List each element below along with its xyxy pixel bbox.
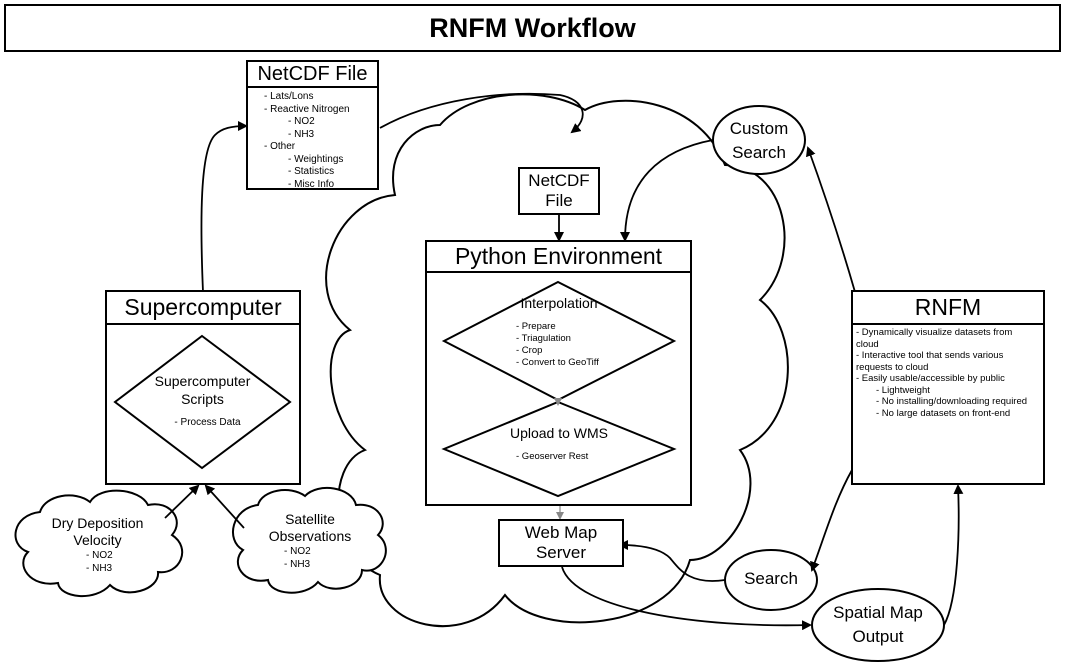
- spatial-map-line1: Spatial Map: [833, 603, 923, 622]
- page-title-text: RNFM Workflow: [429, 12, 636, 43]
- list-item: - Interactive tool that sends various: [856, 350, 1004, 361]
- spatial-map-line2: Output: [852, 627, 904, 646]
- interpolation-list: - Prepare - Triagulation - Crop - Conver…: [516, 321, 599, 369]
- arrow-super-to-netcdf: [200, 121, 248, 293]
- web-map-server-line1: Web Map: [524, 523, 598, 542]
- satellite-item-no2: - NO2: [284, 546, 311, 557]
- dry-deposition-item-nh3: - NH3: [86, 562, 113, 574]
- arrow-rnfm-to-custom-search: [806, 146, 856, 293]
- upload-title: Upload to WMS: [509, 425, 609, 441]
- list-item: - Easily usable/accessible by public: [856, 373, 1005, 384]
- arrow-rnfm-to-search: [810, 469, 853, 572]
- upload-diamond: [441, 400, 677, 498]
- spatial-map-label: Spatial Map Output: [812, 601, 944, 649]
- search-label: Search: [744, 569, 798, 588]
- supercomputer-scripts-line1: Supercomputer: [154, 373, 251, 389]
- rnfm-list: - Dynamically visualize datasets from cl…: [856, 327, 1027, 419]
- arrow-dry-to-super: [164, 484, 200, 519]
- dry-deposition-cloud: [14, 489, 184, 598]
- list-item: - NO2: [288, 116, 315, 127]
- python-environment-header-box: Python Environment: [425, 240, 692, 273]
- satellite-line2: Observations: [268, 528, 352, 544]
- list-item: - Prepare: [516, 321, 556, 332]
- list-item: - NH3: [288, 128, 315, 140]
- list-item: - No installing/downloading required: [876, 396, 1028, 407]
- custom-search-label: Custom Search: [713, 117, 805, 165]
- arrow-spatial-map-to-rnfm: [943, 484, 964, 626]
- satellite-label: Satellite Observations: [240, 511, 380, 545]
- page-title: RNFM Workflow: [4, 4, 1061, 52]
- list-item: - Convert to GeoTiff: [516, 357, 599, 368]
- arrow-custom-search-to-python: [620, 139, 714, 242]
- satellite-items: - NO2 - NH3: [284, 546, 311, 571]
- netcdf-file-top-list: - Lats/Lons - Reactive Nitrogen - NO2 - …: [264, 91, 377, 191]
- satellite-item-nh3: - NH3: [284, 558, 311, 570]
- satellite-cloud: [232, 487, 387, 594]
- netcdf-file-inner-line1: NetCDF: [528, 171, 590, 190]
- dry-deposition-line1: Dry Deposition: [51, 515, 144, 531]
- supercomputer-scripts-line2: Scripts: [181, 391, 224, 407]
- arrow-satellite-to-super: [204, 484, 245, 529]
- netcdf-file-top-header: NetCDF File: [257, 62, 368, 85]
- list-item: - Crop: [516, 345, 543, 356]
- list-item: requests to cloud: [856, 361, 929, 373]
- list-item: - Lightweight: [876, 384, 930, 396]
- list-item: - Dynamically visualize datasets from: [856, 327, 1013, 338]
- dry-deposition-label: Dry Deposition Velocity: [30, 515, 165, 549]
- arrow-server-to-spatial-map: [561, 566, 812, 631]
- custom-search-line1: Custom: [729, 119, 789, 138]
- python-environment-box: [425, 240, 692, 506]
- list-item: - Statistics: [288, 166, 335, 177]
- web-map-server-line2: Server: [535, 543, 587, 562]
- custom-search-line2: Search: [732, 143, 786, 162]
- list-item: - Reactive Nitrogen: [264, 103, 350, 115]
- netcdf-file-top-list-box: - Lats/Lons - Reactive Nitrogen - NO2 - …: [246, 86, 379, 190]
- netcdf-file-top-box: NetCDF File: [246, 60, 379, 88]
- list-item: - Weightings: [288, 153, 344, 165]
- rnfm-header-box: RNFM: [851, 290, 1045, 325]
- python-environment-header: Python Environment: [454, 243, 663, 269]
- arrow-netcdf-to-cloud: [379, 92, 584, 134]
- list-item: - Geoserver Rest: [516, 451, 589, 462]
- list-item: - Misc Info: [288, 178, 335, 190]
- list-item: - Lats/Lons: [264, 91, 314, 102]
- supercomputer-scripts-item: - Process Data: [174, 417, 241, 428]
- list-item: - Other: [264, 141, 296, 152]
- supercomputer-header: Supercomputer: [124, 294, 282, 320]
- netcdf-file-inner-line2: File: [545, 191, 573, 210]
- netcdf-file-inner-box: NetCDF File: [518, 167, 600, 215]
- dry-deposition-item-no2: - NO2: [86, 550, 113, 561]
- list-item: cloud: [856, 338, 879, 350]
- rnfm-header: RNFM: [914, 294, 982, 320]
- list-item: - Triagulation: [516, 333, 571, 344]
- supercomputer-scripts-diamond: [113, 334, 292, 470]
- supercomputer-scripts-label: Supercomputer Scripts - Process Data: [115, 372, 290, 432]
- dry-deposition-line2: Velocity: [73, 532, 122, 548]
- web-map-server-box: Web Map Server: [498, 519, 624, 567]
- interpolation-title: Interpolation: [520, 295, 598, 311]
- arrow-search-to-server: [618, 540, 726, 582]
- satellite-line1: Satellite: [285, 511, 335, 527]
- upload-list: - Geoserver Rest: [516, 451, 588, 464]
- supercomputer-header-box: Supercomputer: [105, 290, 301, 325]
- list-item: - No large datasets on front-end: [876, 407, 1011, 419]
- dry-deposition-items: - NO2 - NH3: [86, 550, 113, 575]
